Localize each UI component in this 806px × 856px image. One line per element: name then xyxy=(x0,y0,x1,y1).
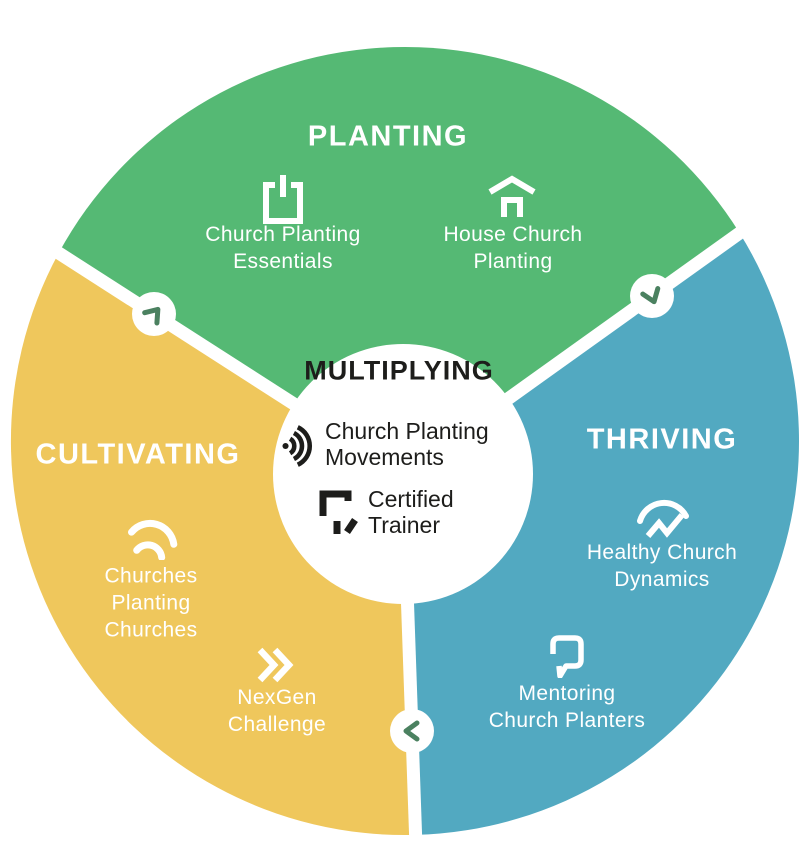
planting-title: PLANTING xyxy=(307,120,469,153)
chevron-northeast-icon xyxy=(142,306,161,326)
connector-circle xyxy=(390,709,434,753)
cultivating-program-1-label: Churches Planting Churches xyxy=(104,564,198,642)
thriving-wedge xyxy=(403,233,800,835)
center-program-1-label: Church Planting Movements xyxy=(325,418,489,470)
cultivating-title: CULTIVATING xyxy=(35,438,241,471)
double-arc-icon xyxy=(128,519,178,560)
planting-wedge xyxy=(58,46,740,474)
chevron-left-icon xyxy=(403,720,420,742)
connector-circle xyxy=(630,274,674,318)
planting-program-1-label: Church Planting Essentials xyxy=(205,223,361,273)
planting-program-2-label: House Church Planting xyxy=(443,223,583,273)
connector-top-right xyxy=(630,274,674,318)
cultivating-wedge xyxy=(10,253,416,836)
center-hub-circle xyxy=(273,344,533,604)
gauge-check-icon xyxy=(637,499,689,538)
multiplying-title: MULTIPLYING xyxy=(304,355,494,386)
speech-bubble-icon xyxy=(550,635,584,678)
house-icon xyxy=(488,175,536,217)
thriving-title: THRIVING xyxy=(586,423,738,456)
cultivating-program-2-label: NexGen Challenge xyxy=(227,686,327,736)
connector-bottom xyxy=(390,709,434,753)
certified-trainer-monogram-icon xyxy=(319,490,358,534)
chevron-southeast-icon xyxy=(640,286,661,305)
center-program-2-label: Certified Trainer xyxy=(368,486,454,538)
connector-top-left xyxy=(132,292,176,336)
thriving-program-2-label: Mentoring Church Planters xyxy=(488,682,646,732)
double-chevron-right-icon xyxy=(257,647,294,683)
power-box-icon xyxy=(263,175,303,224)
thriving-program-1-label: Healthy Church Dynamics xyxy=(586,541,738,591)
connector-circle xyxy=(132,292,176,336)
broadcast-waves-icon xyxy=(282,425,312,467)
